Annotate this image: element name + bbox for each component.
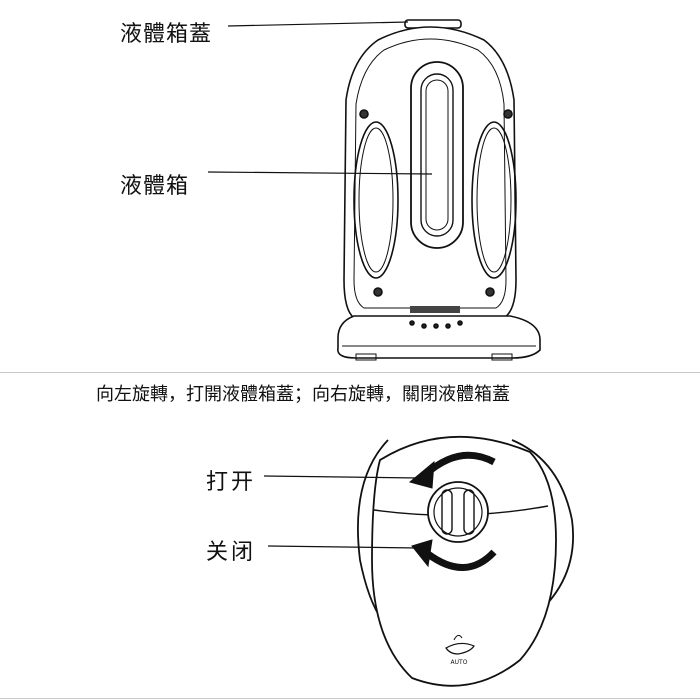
screw-icon [485, 287, 495, 297]
section-divider [0, 372, 700, 373]
liquid-tank-window [410, 61, 464, 249]
screw-icon [359, 109, 369, 119]
screw-icon [503, 109, 513, 119]
label-tank: 液體箱 [120, 174, 190, 199]
bottom-border [0, 698, 700, 699]
rotate-clockwise-icon [425, 549, 497, 571]
auto-logo-text: AUTO [451, 659, 468, 666]
right-side-panel [471, 121, 517, 279]
hand-logo-icon [445, 642, 475, 655]
vent-hole-icon [433, 323, 439, 329]
vent-hole-icon [457, 320, 463, 326]
leader-line-open [263, 475, 419, 479]
left-side-panel [353, 121, 399, 279]
label-open: 打开 [206, 470, 257, 495]
label-close: 关闭 [206, 540, 257, 565]
label-tank-cap: 液體箱蓋 [120, 22, 213, 47]
vent-hole-icon [421, 323, 427, 329]
device-head [371, 435, 557, 687]
device-body [343, 26, 517, 319]
right-wing [511, 439, 574, 621]
screw-icon [373, 287, 383, 297]
leader-line-tank-cap [227, 21, 409, 27]
instruction-caption: 向左旋轉，打開液體箱蓋；向右旋轉，關閉液體箱蓋 [96, 384, 510, 405]
leader-line-close [267, 545, 419, 549]
device-front-view [207, 19, 541, 361]
control-strip [410, 306, 460, 313]
cap-knob [427, 481, 489, 543]
leader-line-tank [207, 171, 433, 175]
vent-hole-icon [445, 323, 451, 329]
vent-hole-icon [409, 320, 415, 326]
